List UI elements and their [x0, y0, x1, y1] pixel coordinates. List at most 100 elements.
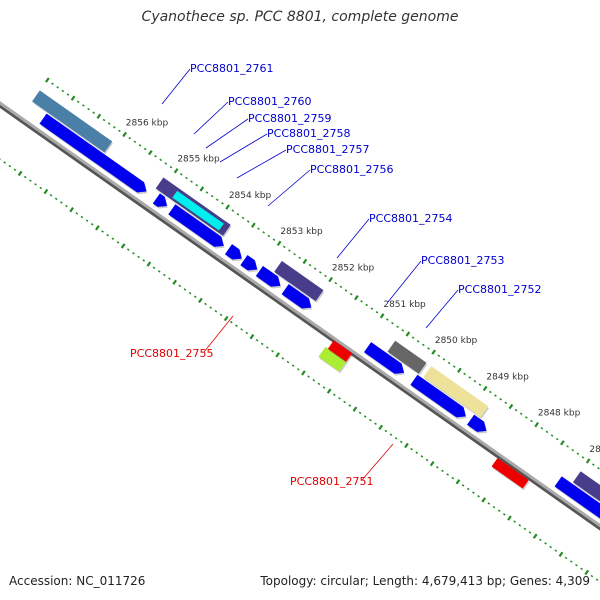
ruler-tick: [126, 248, 130, 251]
ruler-tick: [282, 245, 286, 249]
ruler-tick: [241, 216, 245, 220]
feature-label-pcc8801-2753[interactable]: PCC8801_2753: [421, 254, 504, 267]
gene-reverse-red[interactable]: [327, 340, 353, 362]
ruler-tick: [245, 331, 249, 335]
ruler-tick: [257, 227, 260, 231]
gene-forward-outer[interactable]: [274, 260, 324, 302]
ruler-tick: [221, 202, 224, 205]
feature-label-pcc8801-2756[interactable]: PCC8801_2756: [310, 163, 393, 176]
label-leader-line: [425, 289, 459, 329]
ruler-tick: [107, 122, 111, 125]
ruler-tick: [405, 331, 411, 337]
gene-forward-outer[interactable]: [32, 90, 113, 153]
ruler-tick: [528, 531, 532, 534]
gene-forward-inner[interactable]: [466, 414, 487, 432]
gene-forward-outer[interactable]: [423, 366, 489, 418]
ruler-tick: [199, 186, 205, 192]
gene-forward-inner[interactable]: [240, 254, 258, 271]
gene-forward-inner[interactable]: [224, 244, 242, 260]
genome-summary-text: Topology: circular; Length: 4,679,413 bp…: [260, 574, 590, 588]
gene-forward-inner[interactable]: [281, 283, 312, 309]
ruler-tick: [29, 179, 32, 182]
ruler-tick: [271, 349, 274, 353]
ruler-tick: [102, 118, 106, 122]
ruler-tick: [262, 231, 266, 234]
ruler-tick: [539, 538, 542, 542]
ruler-tick: [592, 463, 595, 466]
ruler-tick: [215, 198, 219, 202]
label-leader-line: [161, 68, 191, 105]
label-leader-line: [236, 149, 287, 179]
ruler-tick-label: 2854 kbp: [229, 191, 272, 201]
ruler-tick: [249, 333, 255, 340]
ruler-tick: [56, 86, 59, 89]
ruler-tick: [307, 375, 310, 378]
ruler-tick: [296, 368, 300, 371]
feature-label-pcc8801-2759[interactable]: PCC8801_2759: [248, 112, 331, 125]
ruler-tick: [507, 515, 512, 521]
feature-label-pcc8801-2751[interactable]: PCC8801_2751: [290, 475, 373, 488]
ruler-tick: [302, 258, 308, 265]
ruler-tick: [34, 183, 37, 186]
feature-label-pcc8801-2761[interactable]: PCC8801_2761: [190, 62, 273, 75]
gene-forward-inner[interactable]: [363, 342, 405, 374]
ruler-tick-label: 2850 kbp: [435, 336, 478, 346]
ruler-tick: [584, 569, 590, 576]
ruler-tick: [416, 339, 420, 343]
gene-forward-outer[interactable]: [572, 471, 600, 519]
gene-forward-inner[interactable]: [410, 374, 466, 418]
ruler-tick: [183, 288, 187, 291]
ruler-tick: [288, 249, 291, 252]
ruler-tick: [229, 320, 233, 324]
ruler-tick: [525, 416, 528, 419]
ruler-tick: [168, 277, 171, 280]
ruler-tick: [154, 155, 157, 158]
ruler-tick: [590, 574, 594, 578]
ruler-tick: [214, 310, 218, 313]
gene-forward-inner[interactable]: [554, 476, 600, 519]
ruler-tick: [463, 372, 466, 376]
ruler-tick: [219, 313, 223, 317]
gene-forward-inner[interactable]: [255, 265, 281, 287]
ruler-tick: [544, 542, 547, 545]
feature-label-pcc8801-2754[interactable]: PCC8801_2754: [369, 212, 452, 225]
ruler-tick: [87, 107, 90, 111]
ruler-tick: [322, 386, 326, 389]
ruler-tick: [348, 404, 352, 407]
gene-pcc8801-2761[interactable]: [172, 190, 224, 231]
gene-forward-inner[interactable]: [39, 113, 147, 193]
backbone-line: [0, 101, 600, 528]
ruler-tick: [267, 234, 271, 238]
feature-label-pcc8801-2758[interactable]: PCC8801_2758: [267, 127, 350, 140]
label-leader-line: [361, 443, 394, 481]
ruler-tick: [384, 429, 388, 433]
gene-forward-inner[interactable]: [168, 204, 224, 247]
ruler-tick: [190, 180, 193, 183]
feature-label-pcc8801-2760[interactable]: PCC8801_2760: [228, 95, 311, 108]
feature-label-pcc8801-2757[interactable]: PCC8801_2757: [286, 143, 369, 156]
ruler-tick: [112, 125, 116, 129]
ruler-tick: [595, 578, 599, 581]
ruler-tick: [122, 131, 127, 138]
feature-label-pcc8801-2755[interactable]: PCC8801_2755: [130, 347, 213, 360]
ruler-tick: [92, 111, 96, 114]
gene-pcc8801-2751[interactable]: [491, 457, 529, 489]
ruler-tick: [358, 411, 362, 415]
ruler-tick: [169, 165, 173, 169]
gene-forward-inner[interactable]: [152, 193, 168, 207]
ruler-tick: [487, 502, 491, 505]
ruler-tick-label: 2851 kbp: [383, 300, 426, 310]
feature-label-pcc8801-2752[interactable]: PCC8801_2752: [458, 283, 541, 296]
gene-forward-outer[interactable]: [387, 340, 427, 374]
ruler-tick: [497, 509, 501, 513]
backbone: [0, 101, 600, 531]
ruler-tick: [17, 170, 23, 177]
ruler-tick: [61, 89, 65, 93]
ruler-tick: [326, 388, 332, 394]
ruler-tick: [399, 440, 403, 444]
ruler-tick: [204, 302, 207, 306]
ruler-tick: [473, 379, 477, 383]
ruler-tick: [343, 400, 346, 404]
backbone-line-shadow: [0, 101, 600, 531]
